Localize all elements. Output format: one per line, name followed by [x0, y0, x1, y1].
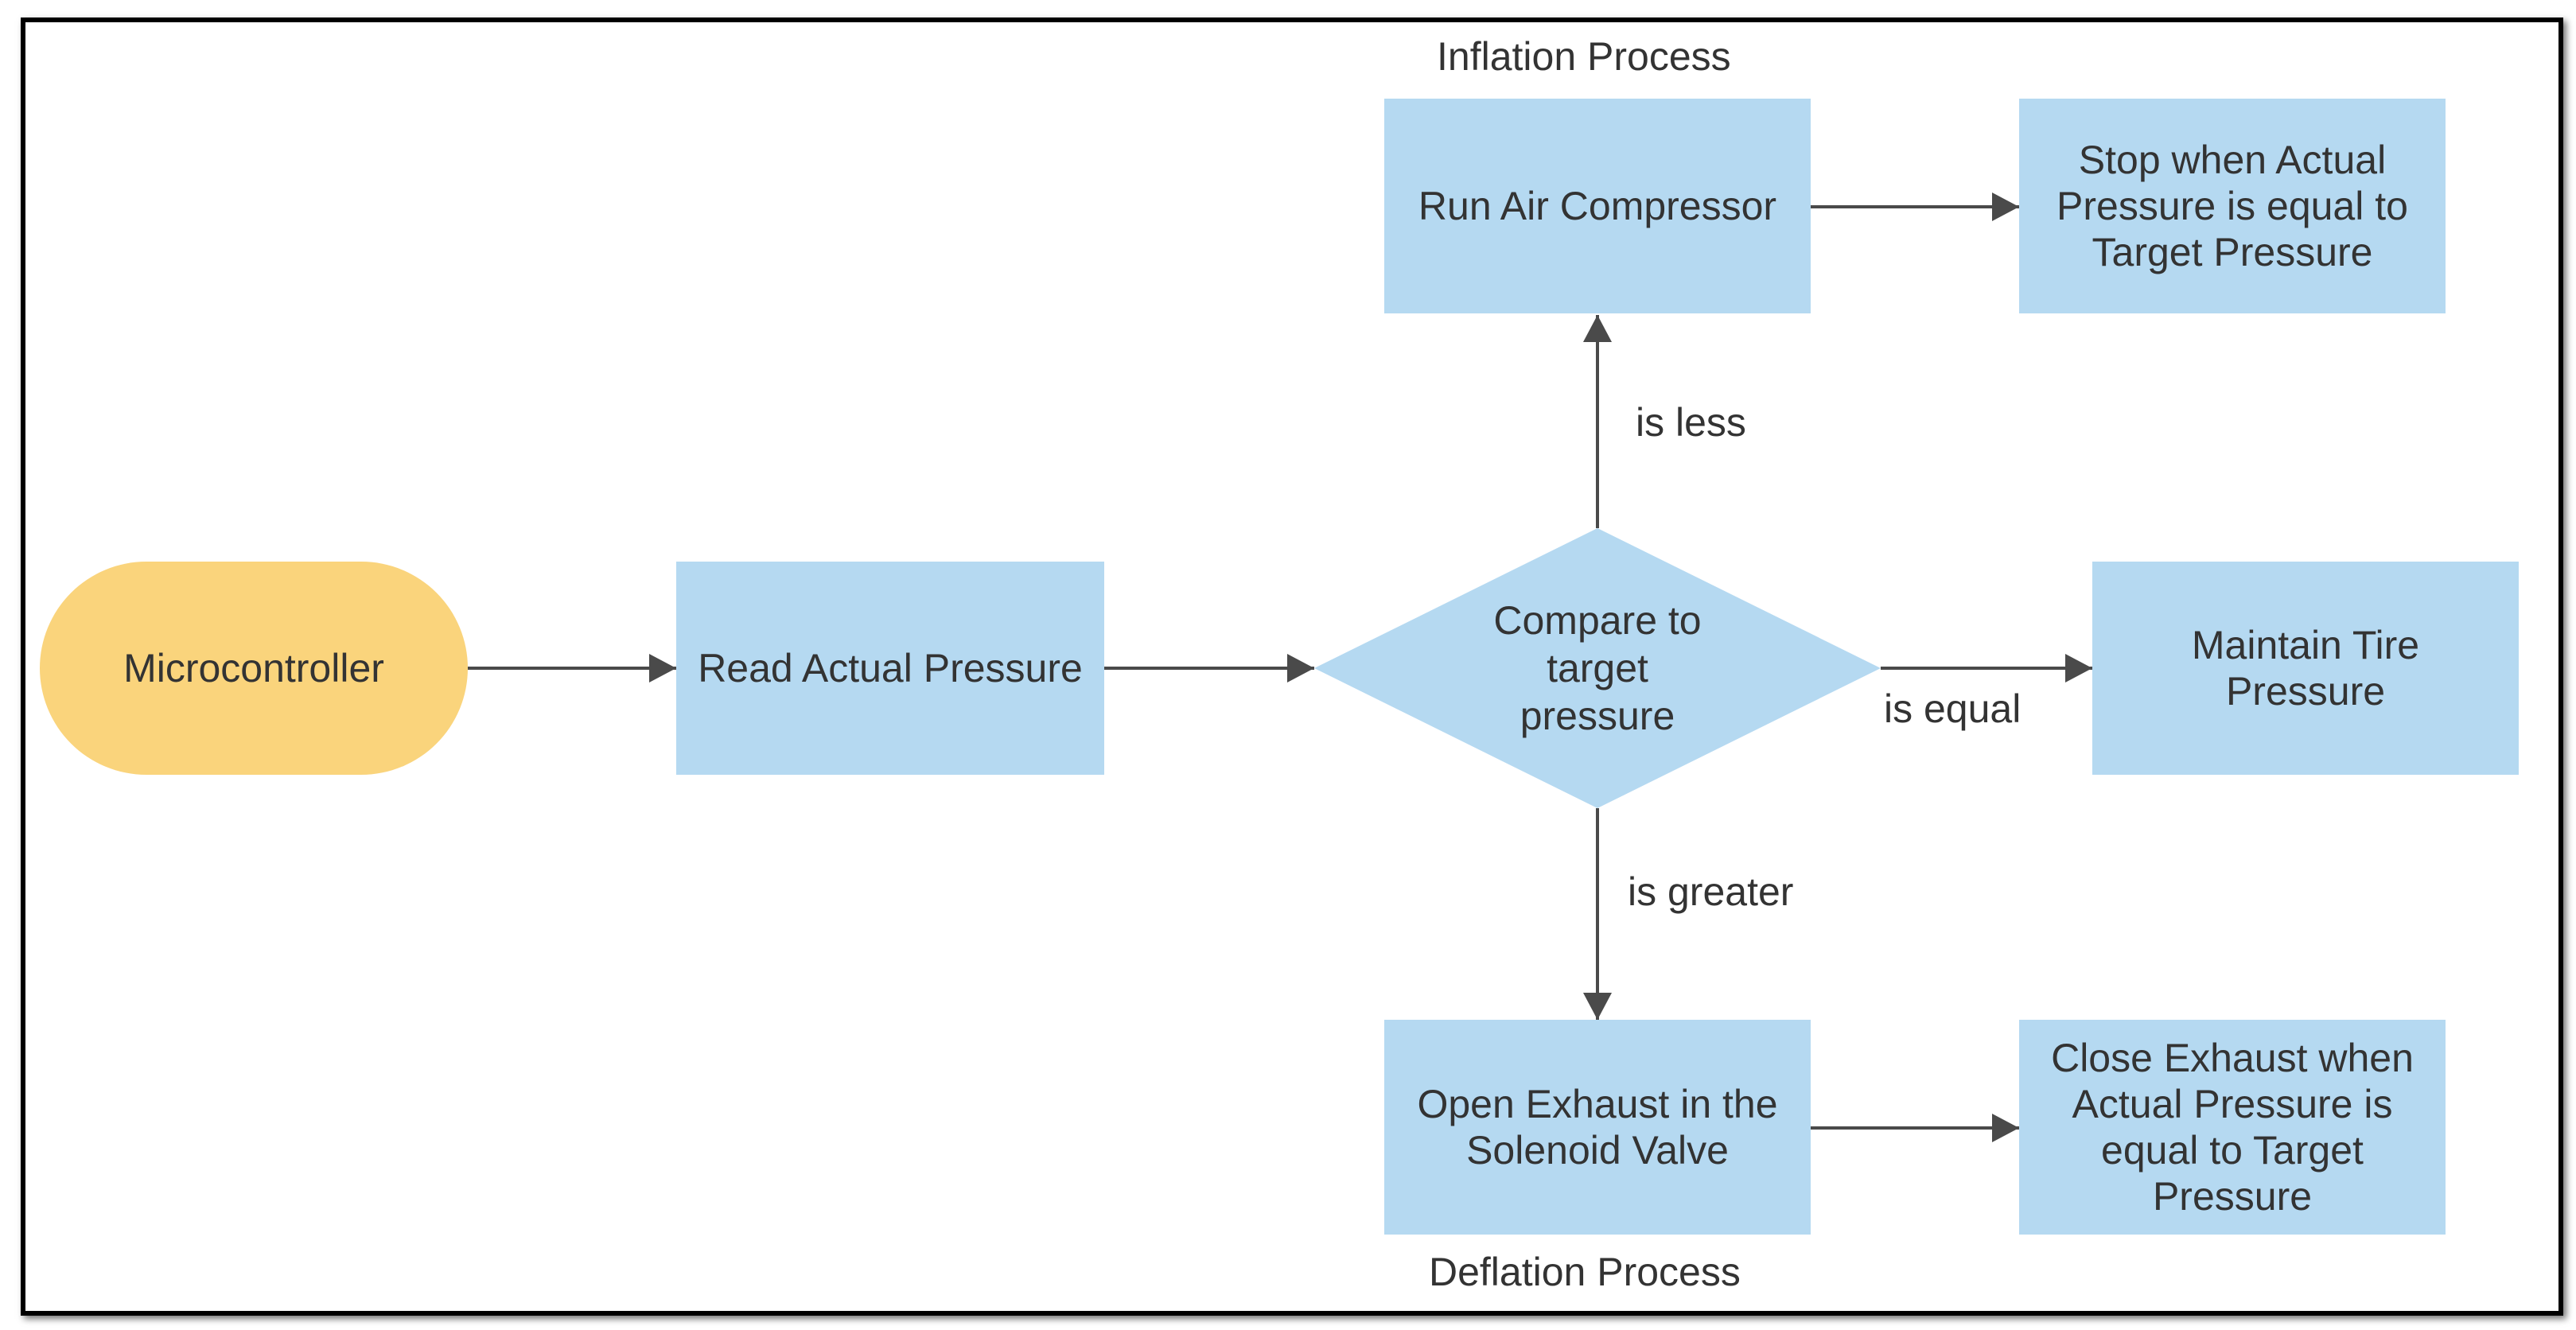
- open-exhaust-box: Open Exhaust in the Solenoid Valve: [1384, 1020, 1811, 1235]
- stop-inflation-box: Stop when Actual Pressure is equal to Ta…: [2019, 99, 2446, 313]
- run-compressor-box: Run Air Compressor: [1384, 99, 1811, 313]
- edge-label-is-greater: is greater: [1628, 869, 1794, 914]
- compare-decision-label: Compare to target pressure: [1493, 598, 1702, 738]
- maintain-pressure-label: Maintain Tire Pressure: [2191, 623, 2420, 714]
- maintain-pressure-box: Maintain Tire Pressure: [2092, 562, 2519, 775]
- read-pressure-box: Read Actual Pressure: [676, 562, 1104, 775]
- stop-inflation-label: Stop when Actual Pressure is equal to Ta…: [2057, 138, 2408, 274]
- open-exhaust-label: Open Exhaust in the Solenoid Valve: [1417, 1082, 1778, 1172]
- compare-decision-shape: [1314, 528, 1881, 808]
- edge-label-is-equal: is equal: [1884, 686, 2021, 731]
- close-exhaust-box: Close Exhaust when Actual Pressure is eq…: [2019, 1020, 2446, 1235]
- section-label-inflation: Inflation Process: [1437, 34, 1731, 79]
- run-compressor-label: Run Air Compressor: [1418, 184, 1777, 228]
- compare-decision-label-wrap: Compare to target pressure: [1432, 589, 1763, 748]
- section-label-deflation: Deflation Process: [1429, 1250, 1741, 1294]
- microcontroller-terminal: Microcontroller: [40, 562, 468, 775]
- microcontroller-label: Microcontroller: [123, 646, 384, 690]
- edge-label-is-less: is less: [1636, 400, 1746, 445]
- close-exhaust-label: Close Exhaust when Actual Pressure is eq…: [2051, 1036, 2414, 1219]
- read-pressure-label: Read Actual Pressure: [698, 646, 1083, 690]
